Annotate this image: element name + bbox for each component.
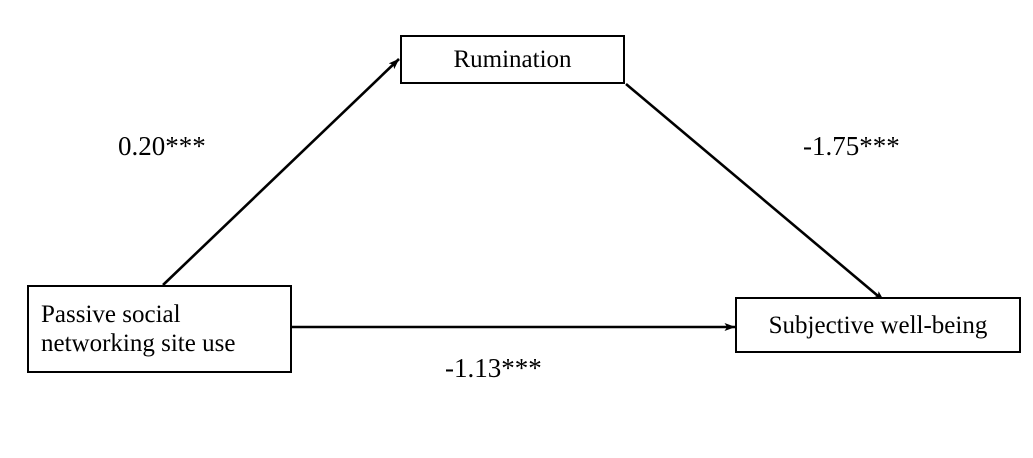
node-subjective-well-being: Subjective well-being <box>735 297 1021 353</box>
path-a-coefficient-label: 0.20*** <box>118 131 206 161</box>
node-outcome-label: Subjective well-being <box>768 311 988 339</box>
node-mediator-label: Rumination <box>453 46 572 73</box>
node-predictor-label: Passive social networking site use <box>41 301 236 357</box>
path-c-prime-coefficient-label: -1.13*** <box>445 353 542 383</box>
path-a-arrow <box>162 58 400 286</box>
node-passive-social-networking-site-use: Passive social networking site use <box>27 285 292 373</box>
path-b-coefficient-label: -1.75*** <box>803 131 900 161</box>
node-rumination: Rumination <box>400 35 625 84</box>
path-b-arrow <box>625 83 885 302</box>
